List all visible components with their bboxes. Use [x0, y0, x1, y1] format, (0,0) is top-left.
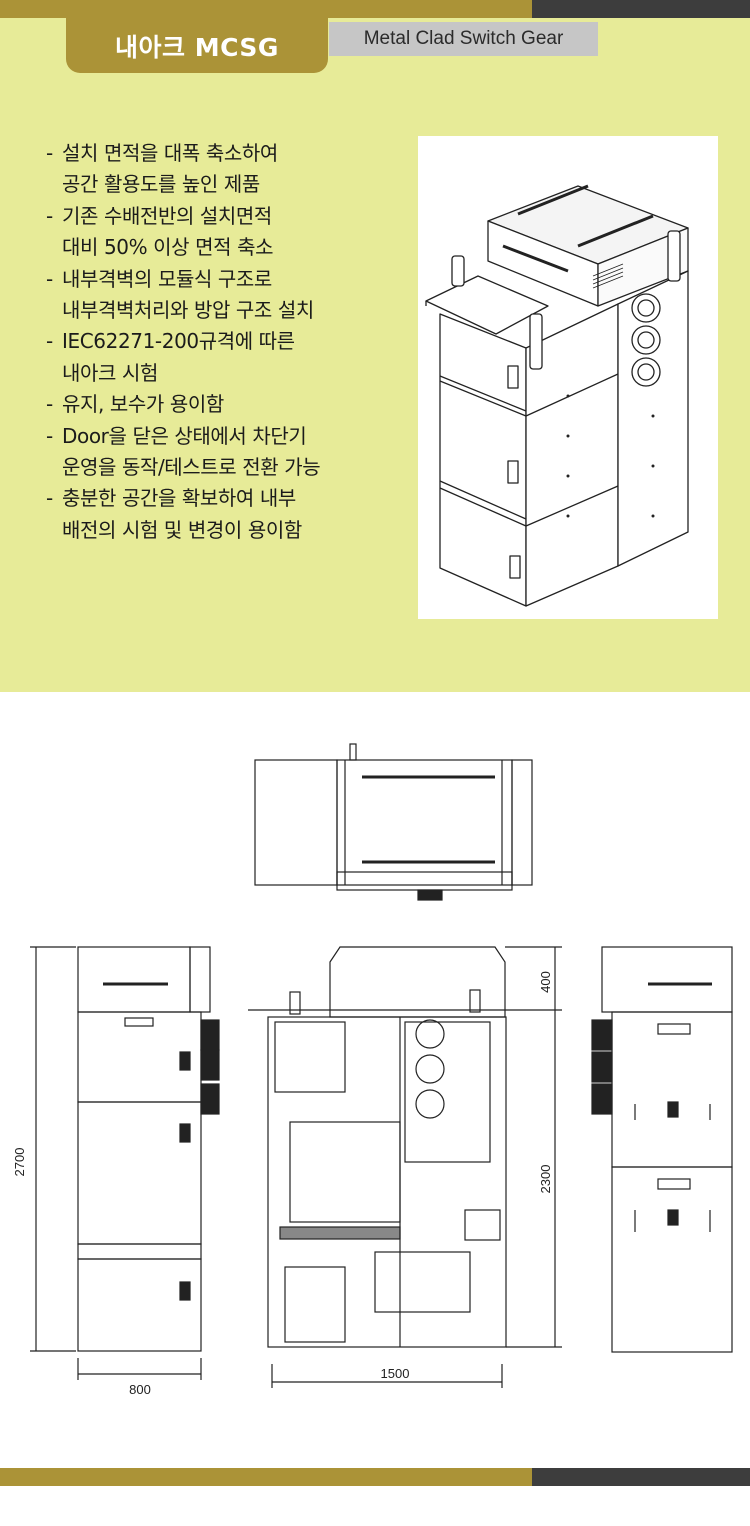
top-view-drawing: [254, 743, 533, 901]
hero-section: 내아크 MCSG Metal Clad Switch Gear - 설치 면적을…: [0, 18, 750, 692]
bottom-color-bar: [0, 1468, 750, 1486]
feature-item: - 기존 수배전반의 설치면적 대비 50% 이상 면적 축소: [46, 203, 274, 260]
top-color-bar: [0, 0, 750, 18]
dimension-label-main-height: 2300: [538, 1165, 553, 1194]
dimension-label-depth: 1500: [381, 1366, 410, 1381]
technical-drawings: 2700 800 1500 400 2300: [0, 692, 750, 1420]
top-gold-segment: [0, 0, 532, 18]
bottom-dark-segment: [532, 1468, 750, 1486]
rear-view-drawing: [591, 946, 733, 1353]
feature-item: - 설치 면적을 대폭 축소하여 공간 활용도를 높인 제품: [46, 141, 278, 197]
dimension-label-top-section: 400: [538, 971, 553, 993]
feature-item: - 내부격벽의 모듈식 구조로 내부격벽처리와 방압 구조 설치: [46, 266, 314, 323]
feature-item: - IEC62271-200규격에 따른 내아크 시험: [46, 329, 295, 385]
side-section-drawing: [248, 946, 562, 1388]
product-title: 내아크 MCSG: [66, 18, 328, 73]
front-view-drawing: [30, 946, 220, 1380]
bottom-gold-segment: [0, 1468, 532, 1486]
product-subtitle: Metal Clad Switch Gear: [329, 22, 598, 56]
top-dark-segment: [532, 0, 750, 18]
feature-list: - 설치 면적을 대폭 축소하여 공간 활용도를 높인 제품 - 기존 수배전반…: [46, 138, 406, 546]
dimension-label-height: 2700: [12, 1148, 27, 1177]
feature-item: - 충분한 공간을 확보하여 내부 배전의 시험 및 변경이 용이함: [46, 486, 302, 542]
feature-item: - Door을 닫은 상태에서 차단기 운영을 동작/테스트로 전환 가능: [46, 423, 321, 480]
dimension-label-width: 800: [129, 1382, 151, 1397]
feature-item: - 유지, 보수가 용이함: [46, 392, 224, 417]
isometric-switchgear-image: [418, 136, 718, 619]
